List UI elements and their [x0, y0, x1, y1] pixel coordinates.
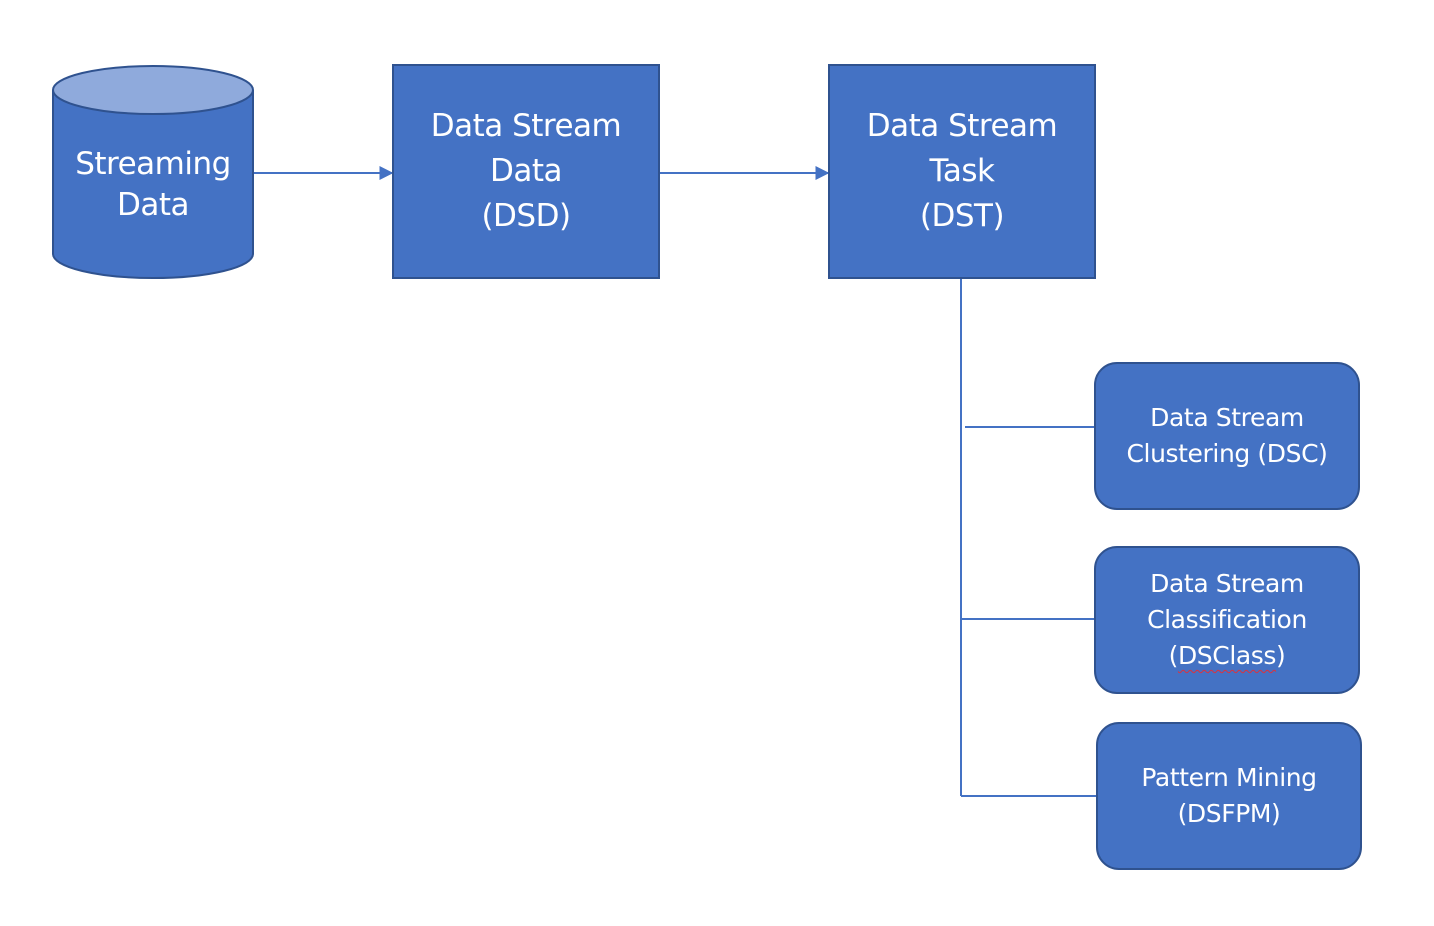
dsd-box: [392, 64, 660, 279]
dsfpm-box: [1096, 722, 1362, 870]
dsc-box: [1094, 362, 1360, 510]
dsclass-box: [1094, 546, 1360, 694]
dst-box: [828, 64, 1096, 279]
streaming-data-cylinder: [52, 65, 254, 279]
